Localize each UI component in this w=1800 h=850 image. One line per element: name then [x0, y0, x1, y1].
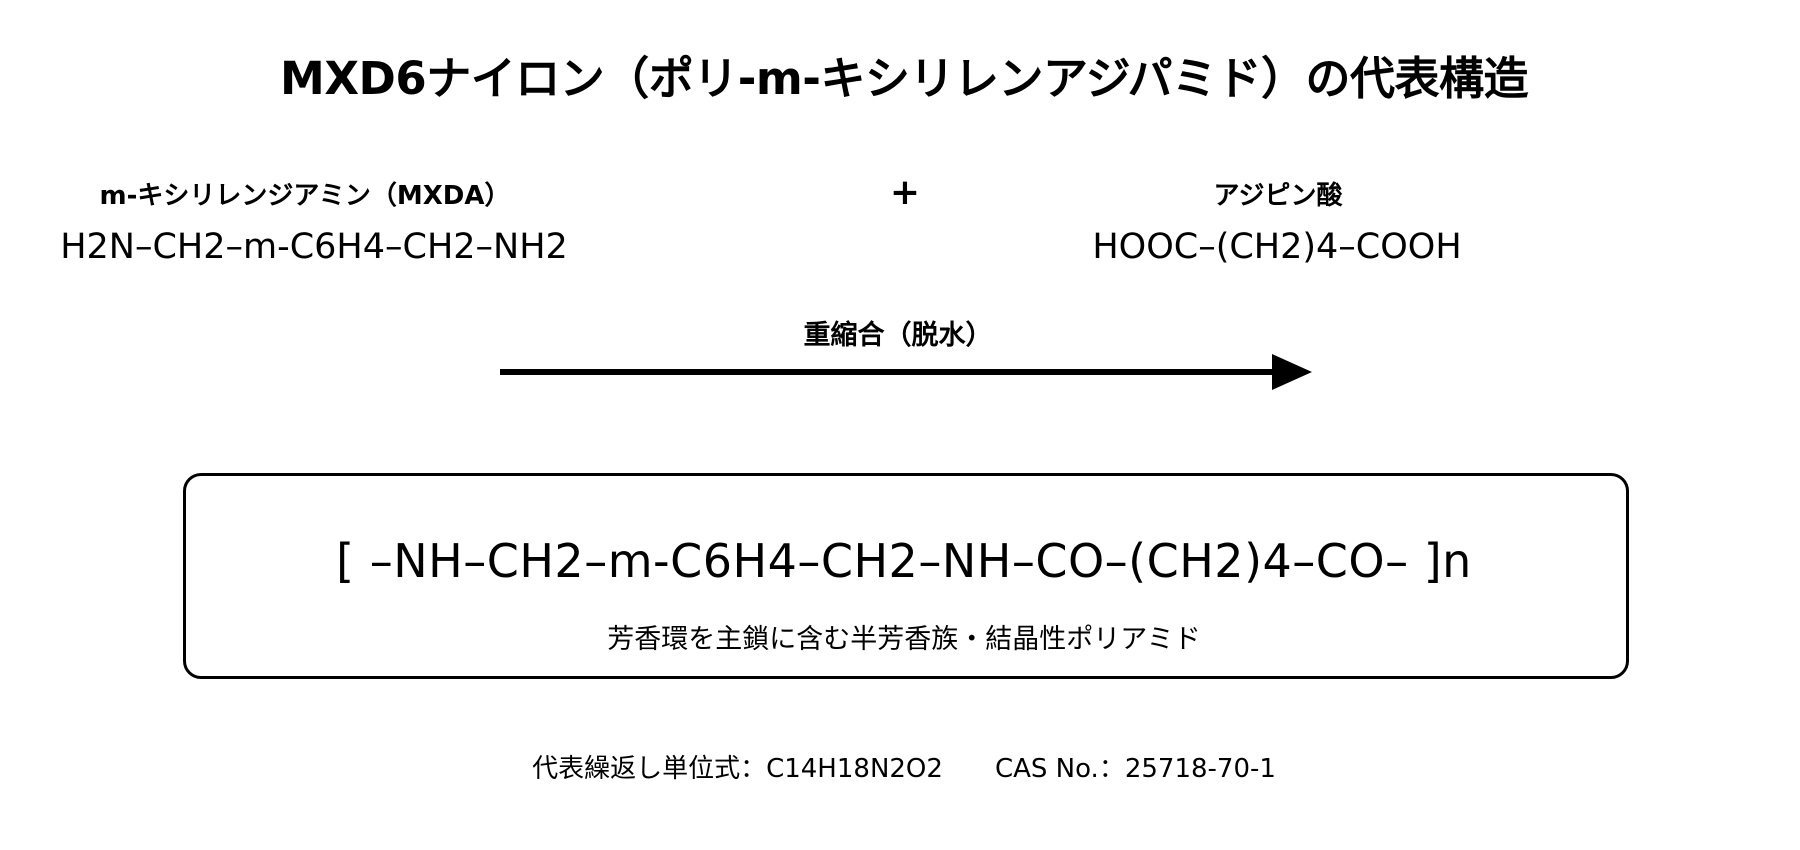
plus-sign: + — [889, 172, 921, 213]
footer-info: 代表繰返し単位式：C14H18N2O2 CAS No.：25718-70-1 — [532, 748, 1276, 785]
reaction-arrow-head — [1272, 354, 1312, 390]
product-repeat-formula: [ –NH–CH2–m-C6H4–CH2–NH–CO–(CH2)4–CO– ]n — [336, 534, 1472, 588]
mxda-formula: H2N–CH2–m-C6H4–CH2–NH2 — [60, 227, 568, 267]
adipic-acid-formula: HOOC–(CH2)4–COOH — [1092, 227, 1462, 267]
product-structure-box — [183, 473, 1629, 679]
repeat-unit-formula: 代表繰返し単位式：C14H18N2O2 — [532, 754, 943, 784]
diagram-title: MXD6ナイロン（ポリ-m-キシリレンアジパミド）の代表構造 — [280, 52, 1528, 105]
product-description: 芳香環を主鎖に含む半芳香族・結晶性ポリアミド — [607, 624, 1201, 655]
reaction-arrow-icon — [500, 354, 1312, 390]
cas-number: CAS No.：25718-70-1 — [994, 754, 1276, 784]
adipic-acid-name-label: アジピン酸 — [1213, 181, 1343, 211]
mxda-name-label: m-キシリレンジアミン（MXDA） — [99, 181, 511, 211]
reaction-condition-label: 重縮合（脱水） — [803, 320, 993, 351]
